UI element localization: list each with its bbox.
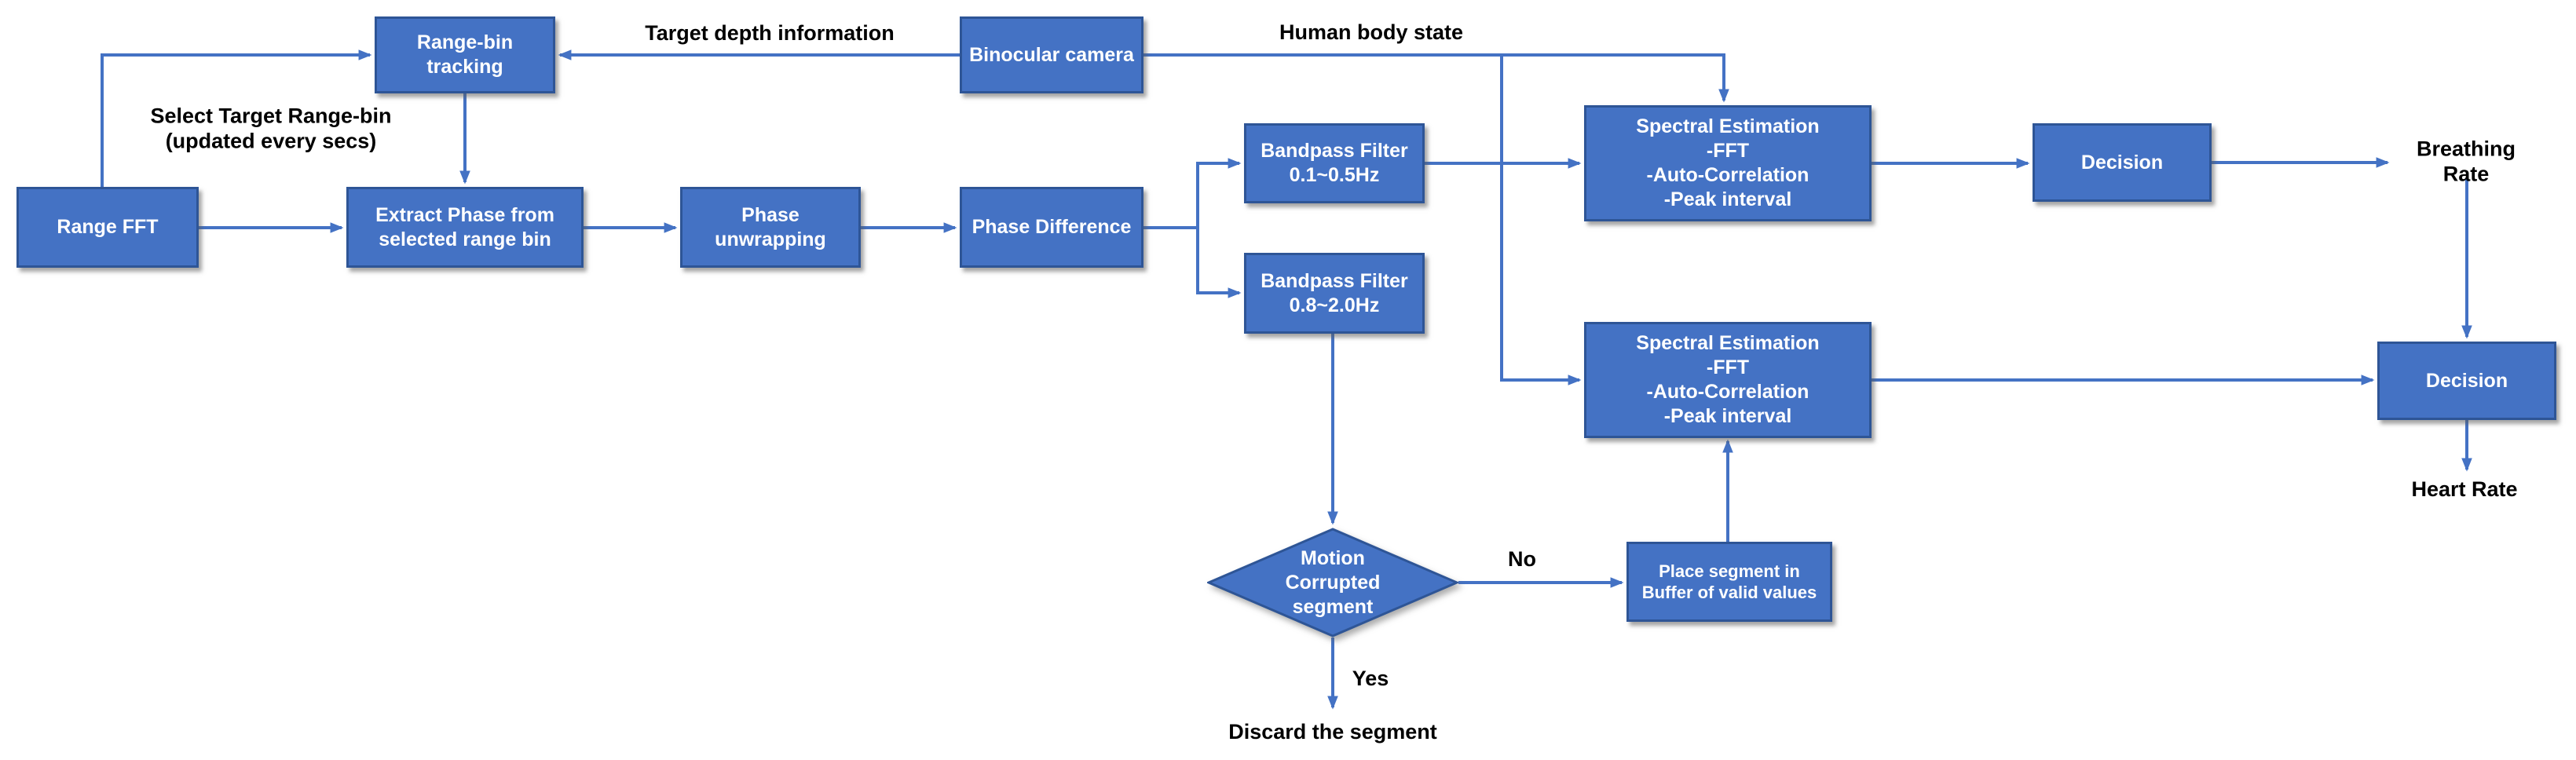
label-yes: Yes	[1352, 666, 1389, 690]
node-binocular-camera: Binocular camera	[960, 16, 1143, 93]
node-decision-heart: Decision	[2377, 342, 2556, 420]
node-phase-unwrapping: Phase unwrapping	[680, 187, 861, 268]
node-phase-difference-label: Phase Difference	[971, 216, 1132, 238]
edge-difference-to-bandpass-heart	[1196, 228, 1242, 298]
node-decision-heart-label: Decision	[2425, 369, 2508, 392]
node-range-bin-tracking: Range-bin tracking	[375, 16, 555, 93]
node-bandpass-filter-breathing: Bandpass Filter 0.1~0.5Hz	[1244, 123, 1425, 203]
node-motion-corrupted-segment-label: Motion Corrupted segment	[1285, 546, 1381, 618]
label-target-depth-information: Target depth information	[645, 20, 895, 45]
node-spectral-estimation-heart-label: Spectral Estimation -FFT -Auto-Correlati…	[1636, 332, 1820, 427]
node-spectral-estimation-breathing: Spectral Estimation -FFT -Auto-Correlati…	[1584, 105, 1872, 221]
node-extract-phase-label: Extract Phase from selected range bin	[375, 203, 554, 250]
node-range-fft-label: Range FFT	[57, 216, 159, 238]
node-place-segment-buffer-label: Place segment in Buffer of valid values	[1641, 561, 1817, 602]
node-phase-unwrapping-label: Phase unwrapping	[715, 203, 826, 250]
node-bandpass-filter-heart: Bandpass Filter 0.8~2.0Hz	[1244, 253, 1425, 334]
edge-camera-to-spectral-breathing	[1143, 53, 1729, 103]
node-spectral-estimation-heart: Spectral Estimation -FFT -Auto-Correlati…	[1584, 322, 1872, 438]
node-motion-corrupted-segment-shape	[1207, 528, 1458, 638]
node-range-fft: Range FFT	[16, 187, 199, 268]
node-phase-difference: Phase Difference	[960, 187, 1143, 268]
node-range-bin-tracking-label: Range-bin tracking	[416, 31, 514, 78]
node-place-segment-buffer: Place segment in Buffer of valid values	[1626, 542, 1832, 622]
node-bandpass-filter-breathing-label: Bandpass Filter 0.1~0.5Hz	[1261, 140, 1408, 186]
label-select-target-range-bin: Select Target Range-bin (updated every s…	[150, 104, 392, 153]
node-spectral-estimation-breathing-label: Spectral Estimation -FFT -Auto-Correlati…	[1636, 115, 1820, 210]
node-decision-breathing-label: Decision	[2080, 151, 2164, 174]
edge-range-fft-to-tracking	[101, 49, 372, 187]
node-binocular-camera-label: Binocular camera	[969, 43, 1134, 66]
label-no: No	[1508, 546, 1536, 571]
label-heart-rate: Heart Rate	[2411, 477, 2518, 501]
edge-difference-to-bandpass-breathing	[1143, 158, 1242, 229]
node-decision-breathing: Decision	[2033, 123, 2212, 202]
node-motion-corrupted-segment: Motion Corrupted segment	[1207, 528, 1458, 638]
node-extract-phase: Extract Phase from selected range bin	[346, 187, 584, 268]
label-human-body-state: Human body state	[1279, 20, 1464, 44]
node-bandpass-filter-heart-label: Bandpass Filter 0.8~2.0Hz	[1261, 269, 1408, 316]
edge-camera-branch-to-spectral-heart	[1500, 55, 1582, 385]
label-breathing-rate: Breathing Rate	[2416, 137, 2516, 186]
label-discard-the-segment: Discard the segment	[1228, 719, 1437, 744]
